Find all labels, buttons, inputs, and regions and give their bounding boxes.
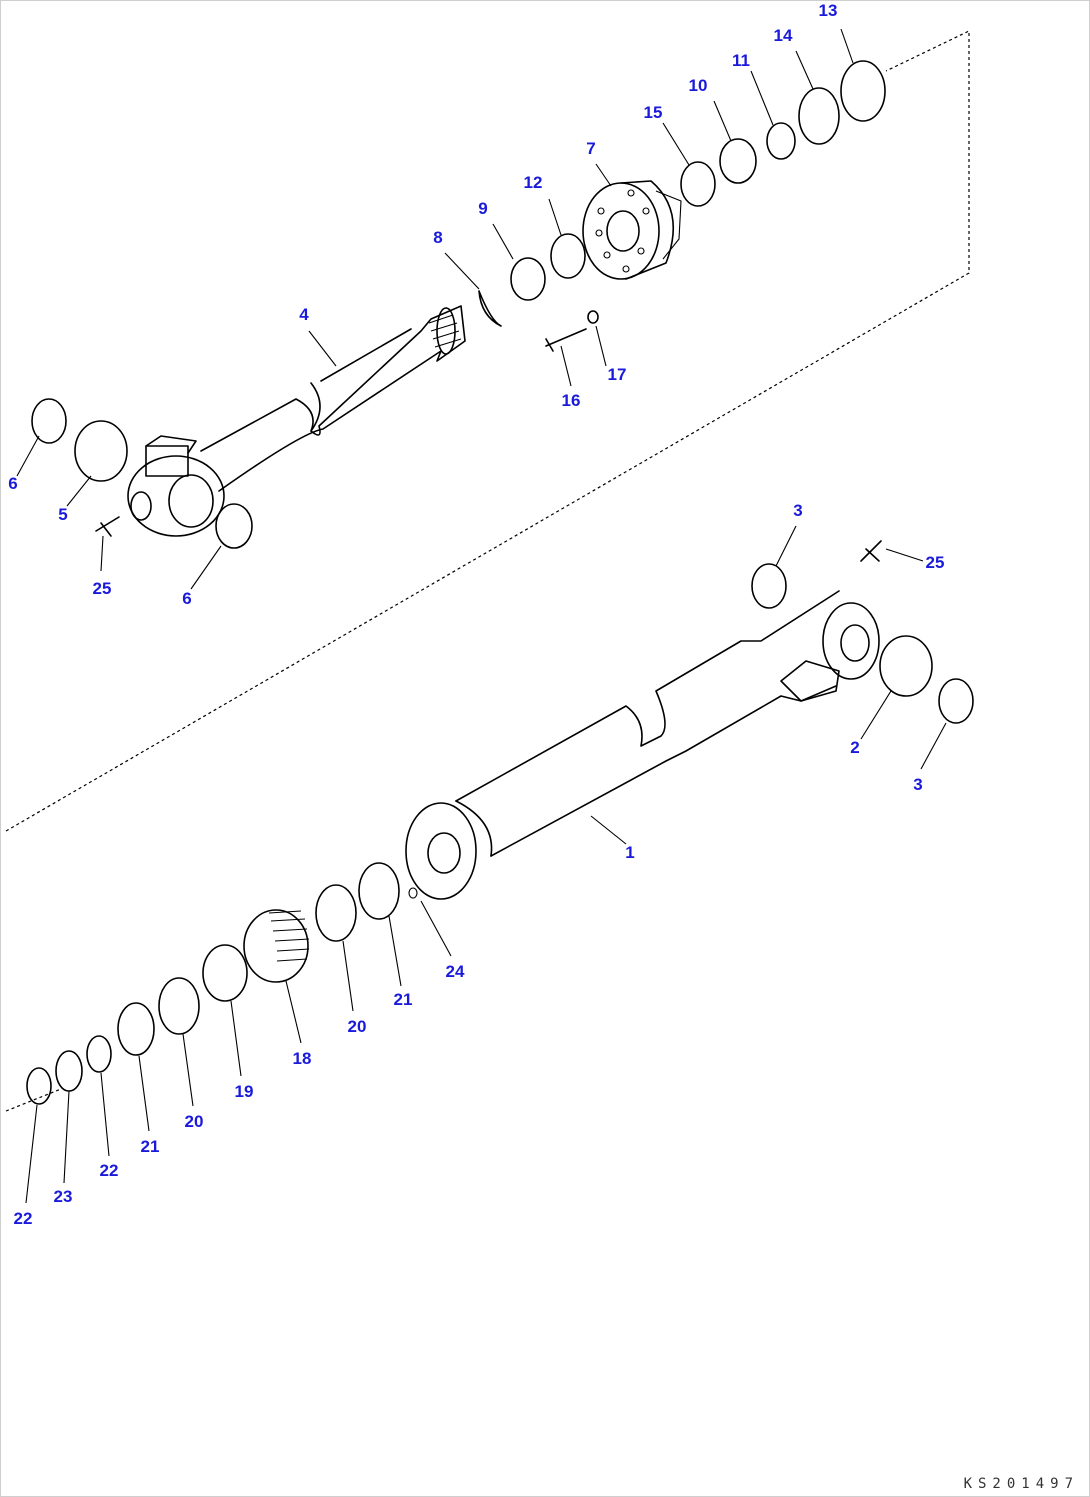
callout-7: 7	[586, 139, 596, 158]
callout-25-rod: 25	[92, 579, 112, 598]
ring-21-a	[358, 862, 400, 920]
piston-18	[243, 909, 309, 983]
callout-14: 14	[773, 26, 793, 45]
callout-3-top: 3	[793, 501, 803, 520]
bolt-16	[545, 328, 587, 352]
wiper-9	[510, 257, 546, 301]
backup-ring-14	[798, 87, 840, 145]
plug-24	[408, 887, 418, 899]
rod-side-small-parts	[478, 60, 886, 352]
dust-seal-6-top	[31, 398, 67, 444]
callout-13: 13	[818, 1, 838, 20]
callout-23: 23	[53, 1187, 73, 1206]
leader-lines	[16, 28, 947, 1204]
callout-25-tube: 25	[925, 553, 945, 572]
ring-20-b	[158, 977, 200, 1035]
o-ring-23	[55, 1050, 83, 1092]
ring-22-b	[26, 1067, 52, 1105]
cylinder-tube-part-1	[405, 590, 880, 900]
callout-21-b: 21	[140, 1137, 160, 1156]
callout-20-a: 20	[347, 1017, 367, 1036]
callout-4: 4	[299, 305, 309, 324]
callout-24: 24	[445, 962, 465, 981]
callout-9: 9	[478, 199, 488, 218]
dust-seal-3-bottom	[938, 678, 974, 724]
callout-15: 15	[643, 103, 663, 122]
callout-1: 1	[625, 843, 635, 862]
callout-20-b: 20	[184, 1112, 204, 1131]
assembly-centerlines	[5, 30, 970, 1112]
ring-20-a	[315, 884, 357, 942]
bushing-2	[879, 635, 933, 697]
dust-seal-6-bottom	[215, 503, 253, 549]
callout-8: 8	[433, 228, 443, 247]
callout-10: 10	[688, 76, 708, 95]
callout-22-a: 22	[99, 1161, 119, 1180]
callout-22-b: 22	[13, 1209, 33, 1228]
drawing-code: KS201497	[963, 1476, 1079, 1492]
seal-12	[550, 233, 586, 279]
rod-eye-parts	[31, 398, 253, 549]
ring-21-b	[117, 1002, 155, 1056]
grease-fitting-25-rod	[95, 516, 120, 537]
bushing-10	[719, 138, 757, 184]
bushing-5	[74, 420, 128, 482]
callout-6-bottom: 6	[182, 589, 192, 608]
head-side-parts	[751, 540, 974, 724]
piston-rod-part-4	[127, 305, 466, 537]
piston-grooves	[268, 910, 310, 962]
dust-seal-3-top	[751, 563, 787, 609]
callout-2: 2	[850, 738, 860, 757]
snap-ring-11	[766, 122, 796, 160]
callout-19: 19	[234, 1082, 254, 1101]
piston-parts	[26, 862, 418, 1105]
callout-16: 16	[561, 391, 581, 410]
o-ring-13	[840, 60, 886, 122]
grease-fitting-25-tube	[860, 540, 882, 562]
callout-6-top: 6	[8, 474, 18, 493]
ring-19	[202, 944, 248, 1002]
ring-22-a	[86, 1035, 112, 1073]
callout-3-bottom: 3	[913, 775, 923, 794]
washer-17	[587, 310, 599, 324]
callout-18: 18	[292, 1049, 312, 1068]
cylinder-head-part-7	[582, 180, 682, 280]
callout-17: 17	[607, 365, 627, 384]
callout-21-a: 21	[393, 990, 413, 1009]
snap-ring-8	[478, 290, 502, 327]
seal-15	[680, 161, 716, 207]
callout-12: 12	[523, 173, 543, 192]
callout-5: 5	[58, 505, 68, 524]
callout-11: 11	[732, 51, 750, 70]
